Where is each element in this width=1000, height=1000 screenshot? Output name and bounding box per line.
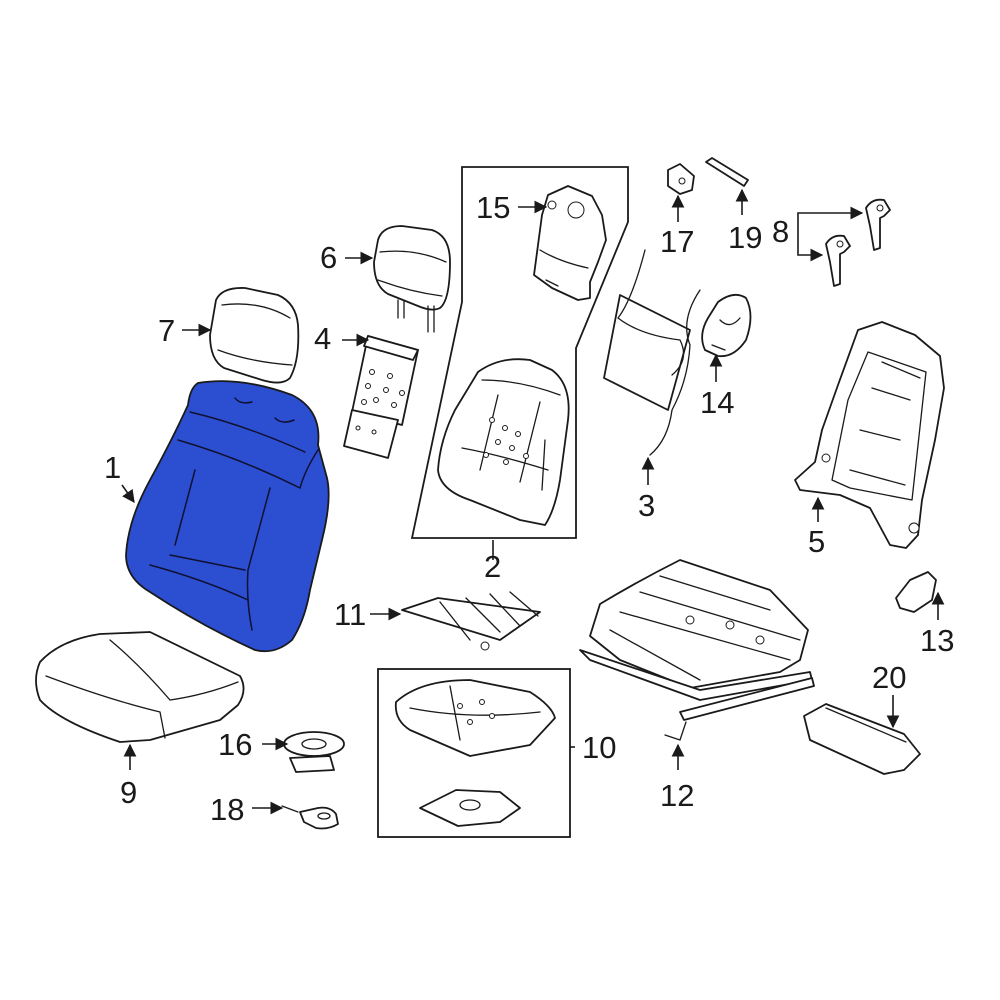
part-10-cushion-bracket[interactable] xyxy=(419,789,521,827)
part-9-seat-cushion-cover[interactable] xyxy=(35,631,245,743)
callout-2[interactable]: 2 xyxy=(484,549,501,584)
part-19-strip[interactable] xyxy=(705,157,749,187)
part-4-pads[interactable] xyxy=(343,335,419,459)
part-6-headrest[interactable] xyxy=(373,225,451,333)
callout-labels: 1 2 3 4 5 6 7 8 9 10 11 12 13 14 15 16 1… xyxy=(104,190,954,827)
callout-10[interactable]: 10 xyxy=(582,730,616,765)
callout-11[interactable]: 11 xyxy=(334,597,366,632)
part-12-seat-track[interactable] xyxy=(579,559,815,741)
callout-13[interactable]: 13 xyxy=(920,623,954,658)
callout-20[interactable]: 20 xyxy=(872,660,906,695)
part-16-speaker-disc[interactable] xyxy=(283,731,345,773)
part-15-back-panel[interactable] xyxy=(533,185,607,301)
callout-9[interactable]: 9 xyxy=(120,775,137,810)
callout-3[interactable]: 3 xyxy=(638,488,655,523)
callout-6[interactable]: 6 xyxy=(320,240,337,275)
part-13-cover[interactable] xyxy=(895,571,937,613)
part-8-guide-pins[interactable] xyxy=(825,198,891,287)
callout-8[interactable]: 8 xyxy=(772,214,789,249)
part-1-seat-back-cover[interactable] xyxy=(125,380,330,653)
part-2-seat-back-pad[interactable] xyxy=(437,358,570,526)
part-11-mat[interactable] xyxy=(401,591,541,651)
part-14-side-trim[interactable] xyxy=(701,293,752,358)
group-10-outline xyxy=(377,668,571,838)
part-20-module[interactable] xyxy=(803,703,921,775)
callout-1[interactable]: 1 xyxy=(104,450,121,485)
callout-17[interactable]: 17 xyxy=(660,224,694,259)
callout-18[interactable]: 18 xyxy=(210,792,244,827)
callout-14[interactable]: 14 xyxy=(700,385,734,420)
callout-12[interactable]: 12 xyxy=(660,778,694,813)
part-3-harness[interactable] xyxy=(603,249,701,456)
part-7-headrest[interactable] xyxy=(209,287,300,384)
callout-7[interactable]: 7 xyxy=(158,313,175,348)
part-5-seat-back-frame[interactable] xyxy=(794,321,945,549)
callout-5[interactable]: 5 xyxy=(808,524,825,559)
callout-15[interactable]: 15 xyxy=(476,190,510,225)
part-17-clip[interactable] xyxy=(667,163,695,195)
group-2-outline xyxy=(410,166,629,539)
seat-back-cover-seams xyxy=(149,397,319,631)
callout-19[interactable]: 19 xyxy=(728,220,762,255)
part-10-seat-cushion-pad[interactable] xyxy=(394,679,556,757)
leader-lines xyxy=(121,188,945,815)
part-18-sensor[interactable] xyxy=(281,805,339,830)
callout-16[interactable]: 16 xyxy=(218,727,252,762)
callout-4[interactable]: 4 xyxy=(314,321,331,356)
seat-back-cover-shape xyxy=(125,380,330,653)
